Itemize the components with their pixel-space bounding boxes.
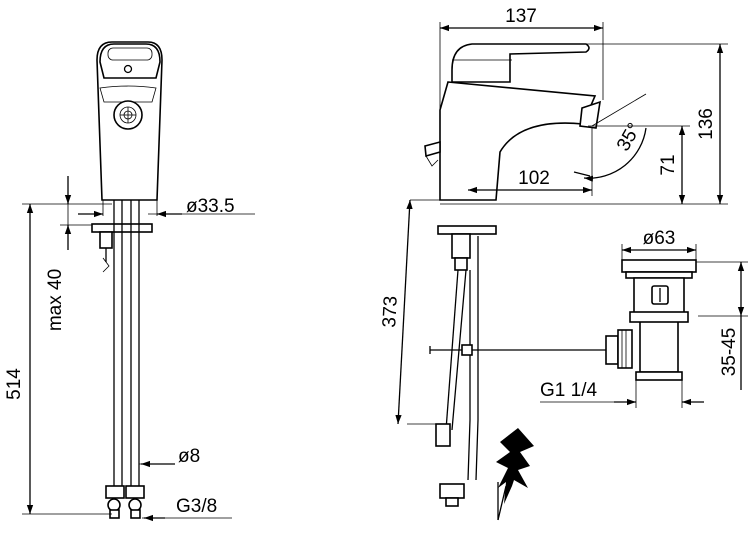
- dim-height: 136: [696, 108, 717, 140]
- waste-valve: ø63 35-45 G1 1/4: [540, 228, 748, 408]
- dim-waste-range: 35-45: [719, 328, 740, 377]
- side-view: 137 136 71 102 35° 373: [379, 6, 728, 521]
- front-view: 514 max 40 ø33.5 ø8 G3/8: [4, 41, 255, 522]
- lightning-icon: [496, 428, 534, 504]
- front-handle: [99, 43, 161, 79]
- dim-hose-length: 514: [4, 368, 25, 400]
- hose-fittings: [105, 485, 145, 519]
- dim-spout-length: 137: [505, 6, 537, 27]
- dim-spout-height: 71: [658, 154, 679, 175]
- dim-hose-thread: G3/8: [176, 496, 217, 517]
- waste-flange: [621, 259, 697, 273]
- dim-waste-thread: G1 1/4: [540, 380, 597, 401]
- dim-inlet-length: 373: [379, 295, 402, 328]
- dim-waste-diameter: ø63: [643, 228, 676, 249]
- dim-reach: 102: [518, 168, 550, 189]
- dim-counter-thickness: max 40: [45, 269, 66, 331]
- front-handle-screw: [123, 64, 133, 74]
- dim-body-diameter: ø33.5: [186, 196, 235, 217]
- side-lever: [451, 43, 590, 83]
- dim-lever-angle: 35°: [613, 120, 646, 155]
- dim-hose-diameter: ø8: [178, 446, 200, 467]
